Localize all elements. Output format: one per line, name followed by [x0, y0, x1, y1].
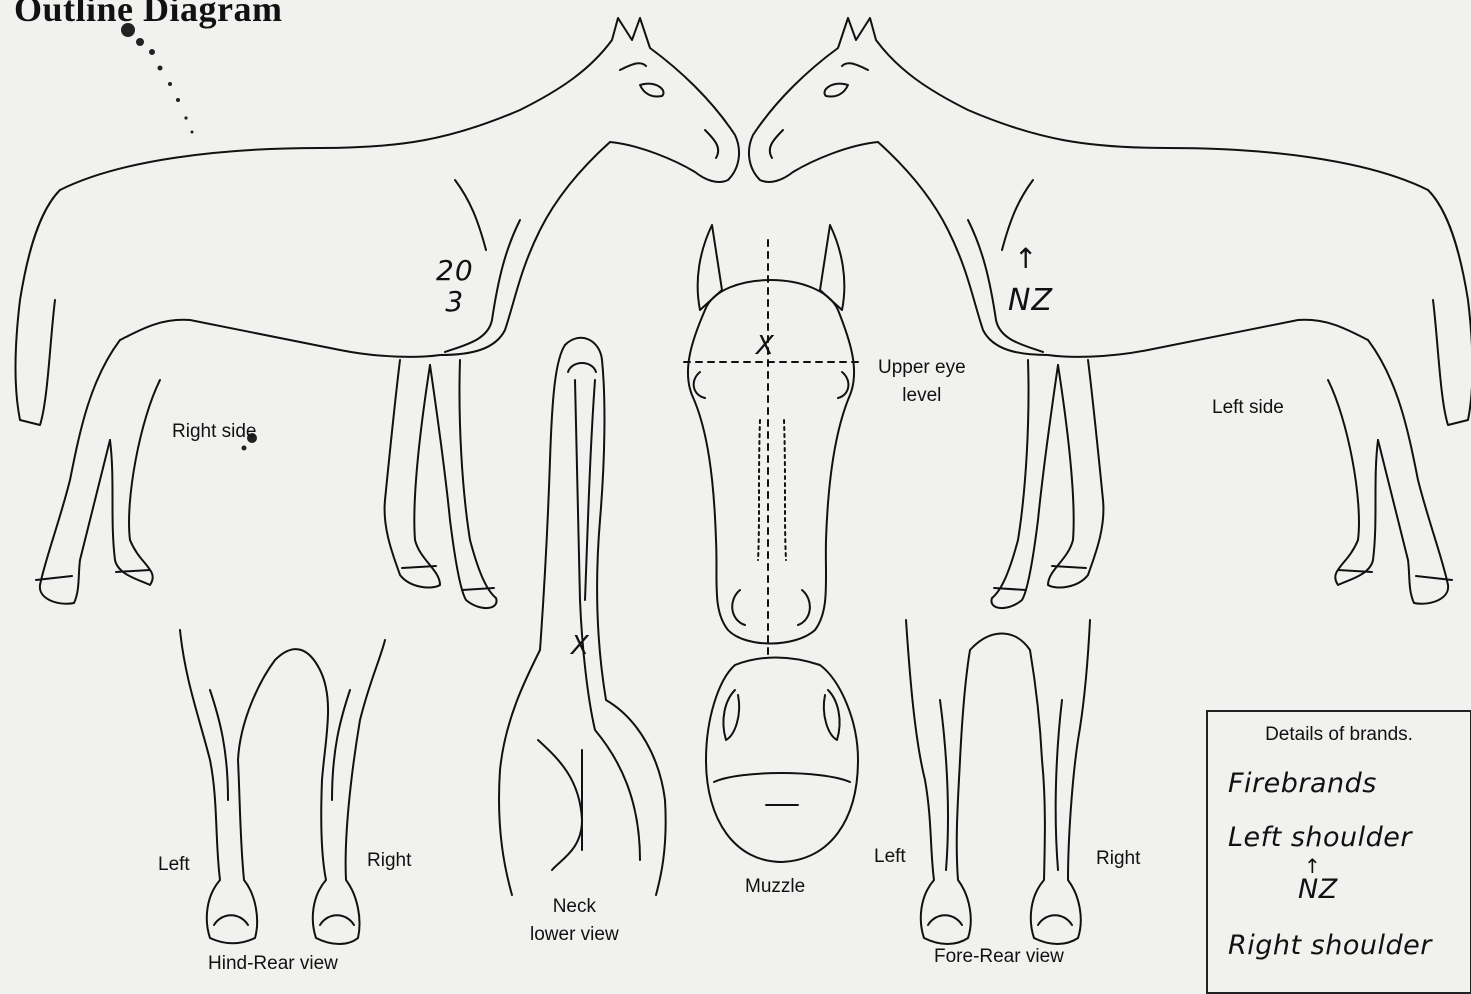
- right-shoulder-brand-mark: 20 3: [436, 256, 474, 318]
- fore-rear-view: [906, 620, 1090, 944]
- horse-left-side: [749, 18, 1471, 608]
- brand-details-heading: Details of brands.: [1208, 724, 1470, 746]
- hind-rear-view: [180, 630, 385, 944]
- page-title: Outline Diagram: [14, 0, 282, 30]
- left-shoulder-arrow-mark: ↑: [1014, 244, 1038, 275]
- brand-details-right-shoulder: Right shoulder: [1228, 930, 1432, 961]
- brand-details-left-shoulder: Left shoulder: [1228, 822, 1412, 853]
- head-front-view: [684, 225, 858, 660]
- brand-details-nz: NZ: [1298, 874, 1338, 905]
- brand-details-firebrands: Firebrands: [1228, 768, 1377, 799]
- face-whorl-mark: X: [756, 332, 775, 361]
- neck-whorl-mark: X: [571, 632, 590, 661]
- brand-details-box: Details of brands. Firebrands Left shoul…: [1206, 710, 1471, 994]
- label-upper-eye-level: Upper eye level: [878, 354, 966, 409]
- outline-diagram: Outline Diagram 20 3 ↑ NZ X X Right side…: [0, 0, 1471, 974]
- horse-right-side: [16, 18, 740, 608]
- label-left-side: Left side: [1212, 394, 1284, 422]
- label-hind-right: Right: [367, 847, 411, 875]
- label-hind-left: Left: [158, 851, 190, 879]
- label-right-side: Right side: [172, 418, 257, 446]
- label-fore-right: Right: [1096, 845, 1140, 873]
- label-fore-rear-view: Fore-Rear view: [934, 943, 1064, 971]
- left-shoulder-brand-mark: NZ: [1008, 284, 1053, 317]
- neck-lower-view: [499, 338, 666, 895]
- muzzle-view: [706, 658, 858, 863]
- label-muzzle: Muzzle: [745, 873, 805, 901]
- label-hind-rear-view: Hind-Rear view: [208, 950, 338, 978]
- label-fore-left: Left: [874, 843, 906, 871]
- ink-blot: [121, 23, 257, 451]
- label-neck-lower-view: Neck lower view: [530, 893, 619, 948]
